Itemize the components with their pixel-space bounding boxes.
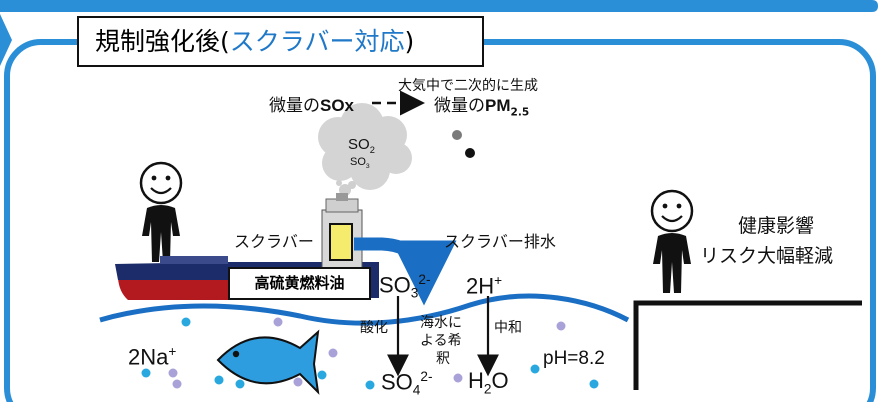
diagram-title: 規制強化後(スクラバー対応) [77, 16, 484, 67]
scrubber-effluent-label: スクラバー排水 [444, 232, 556, 251]
person-on-ship [139, 161, 183, 262]
pm-dot-black [465, 148, 475, 158]
water-label: H2O [468, 368, 509, 397]
sodium-ion-label: 2Na+ [128, 344, 177, 370]
top-banner [0, 0, 878, 12]
scrubber-label: スクラバー [234, 232, 314, 251]
neutralization-label: 中和 [494, 320, 522, 336]
cyan-ions [141, 317, 599, 390]
so2-label: SO2 [348, 136, 375, 155]
left-chevron [0, 14, 12, 66]
title-main: 規制強化後( [95, 27, 230, 56]
title-highlight: スクラバー対応 [229, 27, 405, 56]
sea-surface [99, 293, 630, 326]
scrubber-unit [329, 223, 353, 261]
pm-dot-gray [452, 130, 462, 140]
secondary-generation-label: 大気中で二次的に生成 [398, 78, 538, 94]
dilution-label: 海水による希釈 [420, 315, 462, 367]
trace-sox-label: 微量のSOx [269, 96, 355, 116]
title-end: ) [404, 27, 415, 56]
trace-pm-label: 微量のPM2.5 [434, 96, 530, 119]
high-sulfur-fuel-label: 高硫黄燃料油 [228, 267, 371, 300]
health-risk-line1: 健康影響 [738, 215, 815, 237]
ph-label: pH=8.2 [543, 348, 605, 369]
ship [115, 193, 379, 300]
health-risk-line2: リスク大幅軽減 [700, 245, 834, 267]
hydrogen-ion-label: 2H+ [466, 273, 503, 299]
sulfate-ion-label: SO42- [381, 369, 433, 398]
pier [633, 300, 862, 390]
person-on-pier [650, 189, 694, 293]
sulfite-ion-label: SO32- [379, 272, 431, 301]
lavender-ions [168, 317, 566, 389]
so3-label: SO3 [350, 156, 370, 171]
effluent-arrow [354, 237, 457, 306]
fish [216, 329, 320, 395]
oxidation-label: 酸化 [360, 320, 388, 336]
emission-cloud [318, 103, 412, 190]
